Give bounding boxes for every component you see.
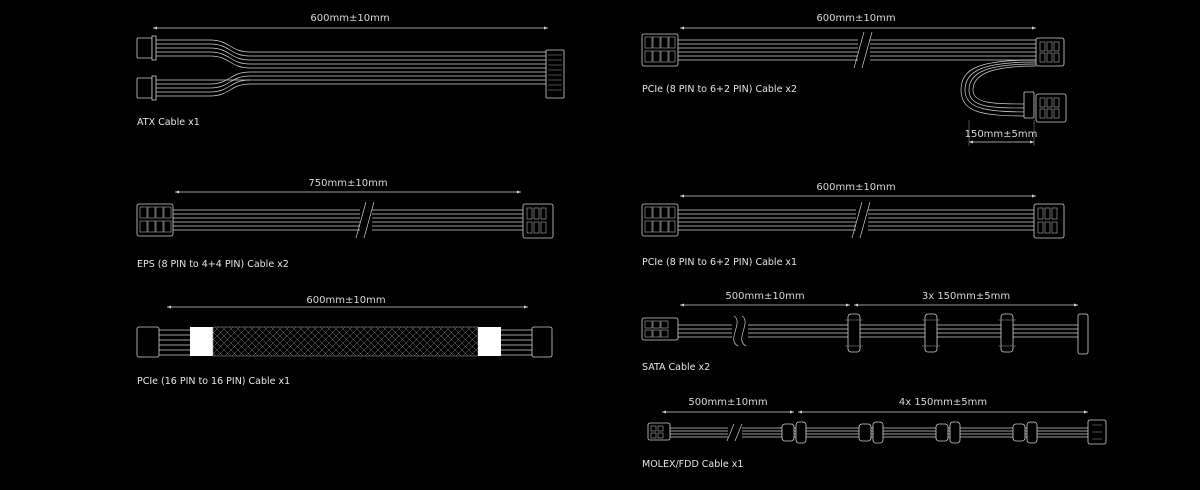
molex-drive-connector-3b xyxy=(949,421,961,444)
sata-drive-connector-2 xyxy=(924,313,938,353)
sata-dimension-label: 500mm±10mm xyxy=(725,291,804,302)
pcie-split-sub-dimension-label: 150mm±5mm xyxy=(965,129,1038,140)
molex-drive-connector-1b xyxy=(795,421,807,444)
sata-connector-psu-pins xyxy=(644,320,669,338)
molex-cable: 500mm±10mm 4x 150mm±5mm MOLEX/FDD xyxy=(642,397,1107,470)
eps-connector-right-pins xyxy=(526,207,547,234)
pcie16-connector-left xyxy=(136,326,160,358)
pcie-single-wire-bundle xyxy=(678,201,1034,239)
pcie16-cable: 600mm±10mm PCIe (16 PIN to 16 PIN) Cable… xyxy=(136,295,553,387)
pcie16-wire-stub-left xyxy=(159,329,190,356)
atx-connector-left-top xyxy=(136,37,153,59)
molex-drive-connector-2 xyxy=(858,423,872,442)
atx-caption: ATX Cable x1 xyxy=(137,117,200,128)
pcie-split-caption: PCIe (8 PIN to 6+2 PIN) Cable x2 xyxy=(642,84,797,95)
sata-drive-connector-end xyxy=(1077,313,1089,355)
pcie-split-daisy-chain-wires xyxy=(960,59,1037,117)
pcie-split-connector-right-pins xyxy=(1039,41,1060,63)
sata-drive-connectors xyxy=(845,313,1089,355)
molex-caption: MOLEX/FDD Cable x1 xyxy=(642,459,743,470)
pcie16-sleeve-clip-right xyxy=(478,327,501,356)
molex-connector-psu-pins xyxy=(650,425,664,439)
atx-connector-left-bottom xyxy=(136,77,153,99)
molex-drive-connector-1 xyxy=(781,423,795,442)
pcie-single-cable: 600mm±10mm PCIe (8 PIN to 6+2 PIN) Cable… xyxy=(641,182,1065,268)
eps-caption: EPS (8 PIN to 4+4 PIN) Cable x2 xyxy=(137,259,289,270)
eps-connector-left-pins xyxy=(139,206,172,233)
eps-wire-bundle xyxy=(173,201,523,239)
pcie-single-connector-left-pins xyxy=(644,206,676,233)
pcie-single-dimension-label: 600mm±10mm xyxy=(816,182,895,193)
molex-dimension-label: 500mm±10mm xyxy=(688,397,767,408)
atx-connector-latch-top xyxy=(151,35,157,61)
sata-wire-run xyxy=(678,315,1078,347)
pcie16-sleeve-clip-left xyxy=(190,327,213,356)
molex-sub-dimension-label: 4x 150mm±5mm xyxy=(899,397,987,408)
pcie-split-wire-bundle xyxy=(678,31,1036,69)
pcie-split-connector-2plus-clip xyxy=(1023,91,1035,119)
pcie-split-cable: 600mm±10mm xyxy=(641,13,1067,146)
sata-drive-connector-3 xyxy=(1000,313,1014,353)
pcie-split-connector-6plus2-pins xyxy=(1039,97,1060,119)
pcie16-dimension-label: 600mm±10mm xyxy=(306,295,385,306)
molex-drive-connectors xyxy=(781,419,1107,445)
pcie16-connector-right xyxy=(531,326,553,358)
pcie-split-dimension-label: 600mm±10mm xyxy=(816,13,895,24)
sata-caption: SATA Cable x2 xyxy=(642,362,710,373)
sata-sub-dimension-label: 3x 150mm±5mm xyxy=(922,291,1010,302)
atx-connector-latch-bottom xyxy=(151,75,157,101)
eps-cable: 750mm±10mm EPS (8 PIN to 4+4 PIN) Cable … xyxy=(136,178,554,270)
sata-drive-connector-1 xyxy=(847,313,861,353)
pcie16-caption: PCIe (16 PIN to 16 PIN) Cable x1 xyxy=(137,376,290,387)
pcie-single-connector-right-pins xyxy=(1037,207,1058,234)
molex-drive-connector-2b xyxy=(872,421,884,444)
atx-connector-right-pins xyxy=(548,54,562,91)
eps-dimension-label: 750mm±10mm xyxy=(308,178,387,189)
pcie16-wire-stub-right xyxy=(501,329,532,356)
molex-drive-connector-4 xyxy=(1012,423,1026,442)
sata-cable: 500mm±10mm 3x 150mm±5mm SATA Cable x2 xyxy=(641,291,1089,373)
pcie-single-caption: PCIe (8 PIN to 6+2 PIN) Cable x1 xyxy=(642,257,797,268)
molex-drive-connector-3 xyxy=(935,423,949,442)
pcie16-braided-sleeve xyxy=(212,326,479,357)
molex-drive-connector-4b xyxy=(1026,421,1038,444)
atx-cable: 600mm±10mm ATX Cable x1 xyxy=(136,13,565,128)
atx-connector-right xyxy=(545,49,565,99)
pcie-split-connector-left-pins xyxy=(644,36,676,63)
atx-wire-bundle xyxy=(156,39,546,97)
atx-dimension-label: 600mm±10mm xyxy=(310,13,389,24)
